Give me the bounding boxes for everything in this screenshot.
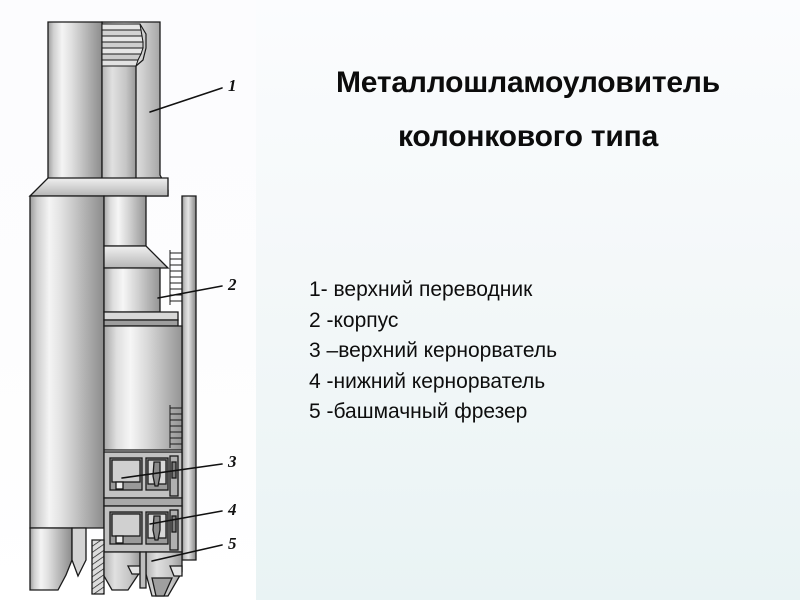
inner-coupling-band-shadow xyxy=(103,319,179,327)
shoe-cutting-nose xyxy=(151,577,174,597)
inner-barrel-shoulder xyxy=(103,245,170,269)
inner-barrel-mid xyxy=(103,267,161,313)
upper-sub-thread-crest xyxy=(135,23,147,67)
callout-leader-lines xyxy=(121,87,223,562)
leader-line-1 xyxy=(149,87,223,113)
outer-skirt-slot xyxy=(71,527,87,578)
leader-line-5 xyxy=(151,544,223,562)
body-outer-right-wall xyxy=(181,195,197,561)
callout-number-5: 5 xyxy=(228,534,237,553)
legend-item-3: 3 –верхний кернорватель xyxy=(309,339,558,362)
leader-line-3 xyxy=(121,463,223,479)
outer-skirt-left xyxy=(29,527,73,591)
callout-number-3: 3 xyxy=(228,452,237,471)
content-area: Металлошламоуловитель колонкового типа 1… xyxy=(256,0,800,600)
body-thread-upper xyxy=(169,250,182,305)
leader-line-2 xyxy=(157,285,223,299)
metal-sludge-catcher-drawing xyxy=(28,21,223,597)
legend-item-4: 4 -нижний кернорватель xyxy=(309,369,546,393)
slide-title: Металлошламоуловитель колонкового типа xyxy=(256,56,800,164)
lower-core-catcher xyxy=(103,505,183,553)
shoe-step-right xyxy=(169,565,183,577)
upper-sub-thread xyxy=(101,23,144,67)
legend-item-2: 2 -корпус xyxy=(309,308,399,332)
inner-barrel-lower xyxy=(103,325,183,451)
shoe-inner-wall xyxy=(139,551,147,589)
upper-sub-left-body xyxy=(47,21,103,197)
upper-sub-bore xyxy=(101,49,137,197)
callout-number-4: 4 xyxy=(228,500,237,519)
callout-number-2: 2 xyxy=(228,275,237,294)
technical-drawing-panel: 1 2 3 4 5 xyxy=(0,0,256,600)
legend-item-5: 5 -башмачный фрезер xyxy=(309,400,528,423)
body-outer-left xyxy=(29,195,105,529)
body-thread-lower xyxy=(169,405,182,448)
inner-barrel-upper xyxy=(103,195,147,247)
leader-line-4 xyxy=(149,510,223,525)
title-line-1: Металлошламоуловитель xyxy=(335,66,720,99)
callout-number-1: 1 xyxy=(228,76,237,95)
title-line-2: колонкового типа xyxy=(397,120,659,153)
catcher-divider-plate xyxy=(103,497,183,507)
body-top-shoulder xyxy=(28,177,169,197)
inner-coupling-band xyxy=(103,311,179,321)
legend-item-1: 1- верхний переводник xyxy=(309,278,533,301)
legend-list: 1- верхний переводник 2 -корпус 3 –верхн… xyxy=(309,275,789,428)
shoe-section-hatch xyxy=(91,539,105,595)
